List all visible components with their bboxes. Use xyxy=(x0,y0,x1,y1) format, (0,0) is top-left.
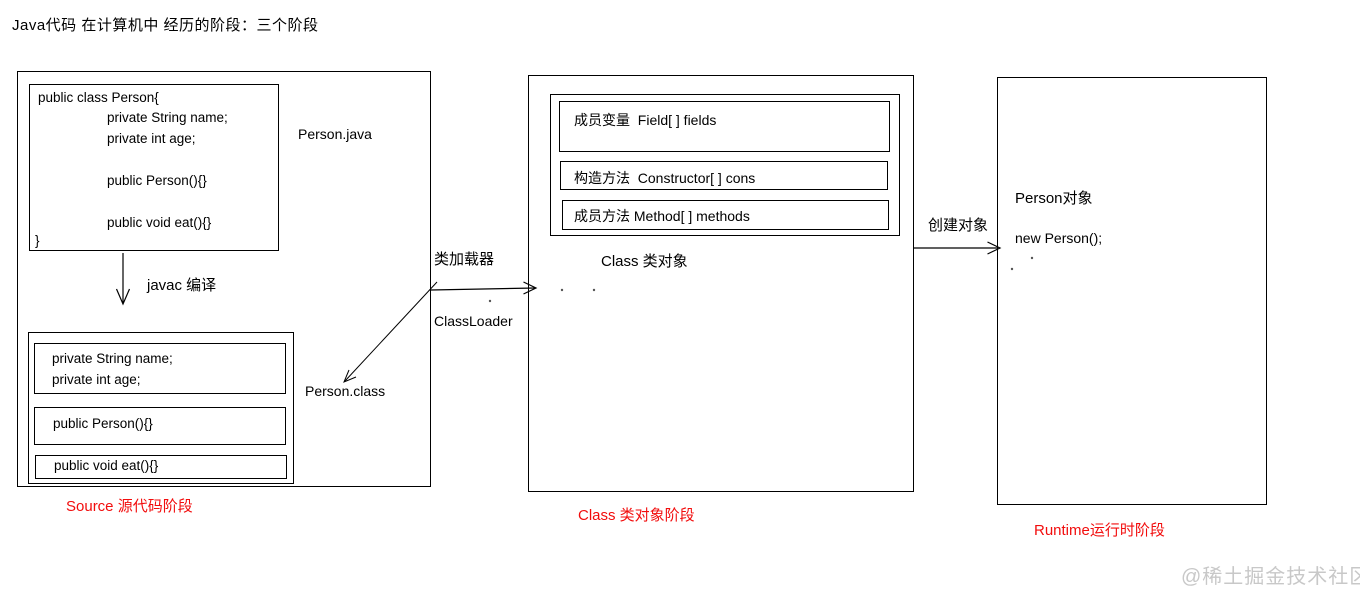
class-file-constructor-box: public Person(){} xyxy=(34,407,286,445)
new-person-code: new Person(); xyxy=(1015,230,1103,246)
class-methods-box: 成员方法 Method[ ] methods xyxy=(562,200,889,230)
watermark: @稀土掘金技术社区 xyxy=(1181,566,1360,588)
person-java-label: Person.java xyxy=(298,126,372,142)
class-loader-label-en: ClassLoader xyxy=(434,313,513,329)
class-constructors-row: 构造方法 Constructor[ ] cons xyxy=(574,170,756,186)
class-object-label: Class 类对象 xyxy=(601,253,688,270)
person-class-label: Person.class xyxy=(305,383,386,399)
class-fields-row: 成员变量 Field[ ] fields xyxy=(574,112,717,128)
source-stage-box: public class Person{ private String name… xyxy=(17,71,431,487)
diagram-title: Java代码 在计算机中 经历的阶段：三个阶段 xyxy=(12,17,319,34)
class-members-container-box: 成员变量 Field[ ] fields 构造方法 Constructor[ ]… xyxy=(550,94,900,236)
person-object-label: Person对象 xyxy=(1015,190,1093,207)
class-file-method-box: public void eat(){} xyxy=(35,455,287,479)
code-line: public void eat(){} xyxy=(107,215,212,230)
javac-compile-label: javac 编译 xyxy=(147,277,217,294)
code-line: private String name; xyxy=(107,110,228,125)
code-line: private int age; xyxy=(107,131,196,146)
class-file-constructor-line: public Person(){} xyxy=(53,416,153,431)
code-line: public Person(){} xyxy=(107,173,207,188)
create-object-label: 创建对象 xyxy=(928,217,989,234)
class-file-method-line: public void eat(){} xyxy=(54,458,159,473)
runtime-stage-box: Person对象 new Person(); xyxy=(997,77,1267,505)
class-fields-box: 成员变量 Field[ ] fields xyxy=(559,101,890,152)
runtime-stage-label: Runtime运行时阶段 xyxy=(1034,522,1165,539)
class-stage-box: 成员变量 Field[ ] fields 构造方法 Constructor[ ]… xyxy=(528,75,914,492)
class-loader-arrow xyxy=(430,281,538,295)
person-java-code-box: public class Person{ private String name… xyxy=(29,84,279,251)
code-line: } xyxy=(35,233,40,248)
class-stage-label: Class 类对象阶段 xyxy=(578,507,695,524)
class-loader-label-zh: 类加载器 xyxy=(434,251,495,268)
class-file-fields-box: private String name; private int age; xyxy=(34,343,286,394)
class-file-field-line: private int age; xyxy=(52,372,141,387)
class-methods-row: 成员方法 Method[ ] methods xyxy=(574,208,750,224)
create-object-arrow xyxy=(914,241,1002,255)
source-stage-label: Source 源代码阶段 xyxy=(66,498,193,515)
code-line: public class Person{ xyxy=(38,90,159,105)
class-file-field-line: private String name; xyxy=(52,351,173,366)
person-class-group-box: private String name; private int age; pu… xyxy=(28,332,294,484)
class-constructors-box: 构造方法 Constructor[ ] cons xyxy=(560,161,888,190)
